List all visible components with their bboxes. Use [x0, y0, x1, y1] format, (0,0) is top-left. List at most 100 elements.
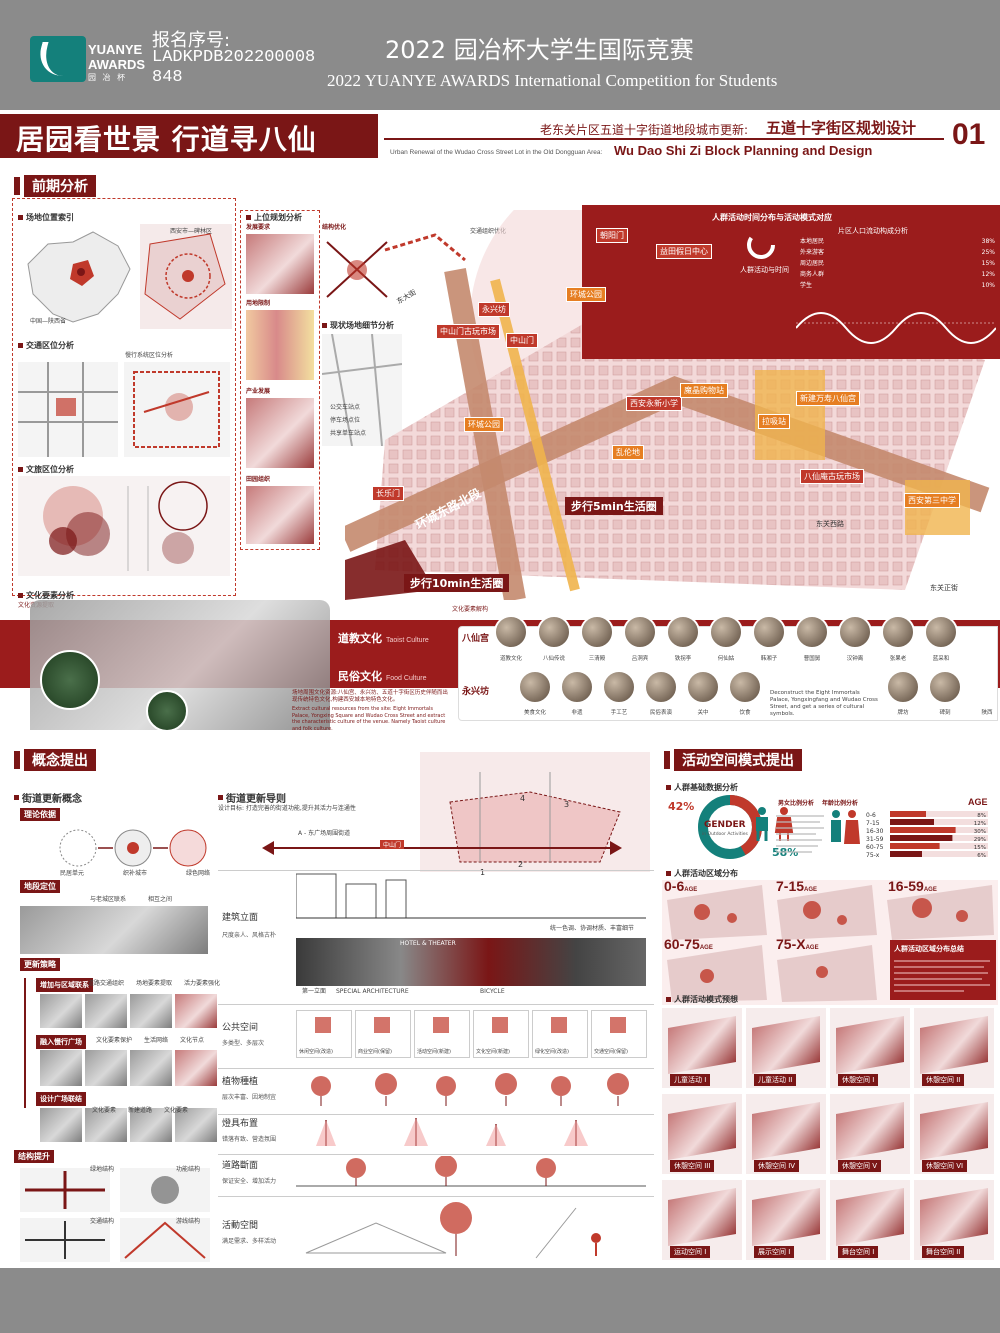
facade-label-bicycle: BICYCLE: [480, 988, 505, 995]
street-guide-note: 设计目标: 打造完善的街道功能,提升其活力与连通性: [218, 805, 356, 812]
structure-heading: 结构提升: [14, 1150, 54, 1163]
mode-card: 儿童活动 II: [746, 1008, 826, 1088]
dev-req-label: 发展要求: [246, 224, 271, 231]
age-bar-value: 30%: [974, 829, 986, 835]
public-space-cell: 商业空间(保留): [355, 1010, 411, 1058]
mode-card: 休憩空间 V: [830, 1094, 910, 1174]
public-space-cell: 休闲空间(改造): [296, 1010, 352, 1058]
map-label-orange-extra: 乱伦地: [612, 445, 644, 460]
section-tag-activity: 活动空间模式提出: [664, 749, 802, 771]
distribution-summary-box: 人群活动区域分布总结: [890, 940, 996, 1000]
collage-circle-2: [146, 690, 188, 732]
strategy-box-1: 增加与区域联系: [36, 978, 93, 992]
culture-symbol-label: 非遗: [571, 710, 583, 716]
culture-row-1: [494, 615, 958, 649]
location-heading: 地段定位: [20, 880, 60, 893]
logo-text: YUANYE AWARDS: [88, 42, 146, 72]
status-detail-map: [321, 333, 403, 447]
age-bar: [890, 851, 922, 857]
street-guide-heading: 街道更新导则: [218, 790, 286, 805]
strategy-image: [85, 1050, 127, 1086]
facade-label-hotel: HOTEL & THEATER: [400, 940, 456, 947]
age-bar: [890, 827, 956, 833]
mode-grid: 儿童活动 I 儿童活动 II 休憩空间 I 休憩空间 II 休憩空间 III 休…: [662, 1008, 998, 1264]
street-label-dongguan-west: 东关西路: [816, 520, 844, 528]
culture-symbol-label: 曹国舅: [803, 656, 821, 662]
age-bar-label: 31-59: [866, 836, 884, 843]
activity-space-drawing: [296, 1198, 646, 1260]
age-bar-value: 15%: [974, 845, 986, 851]
upper-planning-frame: [240, 210, 320, 550]
map-label-yongxingfang: 永兴坊: [478, 302, 510, 317]
dist-age-75-x: 75-XAGE: [776, 936, 819, 952]
legend-parking: 停车场点位: [330, 417, 361, 424]
strategy-image: [85, 994, 127, 1028]
land-ctrl-label: 用地限制: [246, 300, 271, 307]
culture-symbol-label: 何仙姑: [717, 656, 735, 662]
culture-map: [18, 476, 230, 576]
age-bar-value: 6%: [977, 853, 986, 859]
location-sub2: 相互之间: [148, 896, 173, 903]
footer-band: [0, 1268, 1000, 1333]
map-label-zhongshanmen: 中山门: [506, 333, 538, 348]
subtitle-cn-prefix: 老东关片区五道十字街道地段城市更新:: [540, 123, 749, 137]
culture-symbol-label: 关中: [697, 710, 709, 716]
mode-card: 运动空间 I: [662, 1180, 742, 1260]
facade-title: 建筑立面: [222, 913, 259, 923]
public-space-cell: 绿化空间(改造): [532, 1010, 588, 1058]
culture-symbol-label: 吕洞宾: [631, 656, 649, 662]
culture-symbol-icon: [666, 615, 700, 649]
zone-4-label: 4: [520, 794, 526, 803]
culture-symbol-icon: [728, 670, 762, 704]
public-space-cell: 活动空间(新建): [414, 1010, 470, 1058]
culture-row-2: [518, 670, 762, 704]
legend-bike: 共享单车站点: [330, 430, 367, 437]
facade-label-first: 第一立面: [302, 988, 327, 995]
culture-symbol-icon: [924, 615, 958, 649]
public-space-cells: 休闲空间(改造) 商业空间(保留) 活动空间(新建) 文化空间(新建) 绿化空间…: [296, 1010, 647, 1058]
site-sub-china: 中国—陕西省: [30, 318, 67, 325]
traffic-org-label: 交通组织优化: [470, 228, 507, 235]
culture-note-cn: 场地周围文化资源:八仙宫、永兴坊、五道十字街区历史伴随而出现传统特色文化,构建西…: [292, 690, 448, 703]
guide-row-section: [218, 1154, 654, 1196]
street-label-dongguan: 东关正街: [930, 584, 958, 592]
traffic-heading: 交通区位分析: [18, 340, 74, 351]
age-bar-label: 75-x: [866, 852, 880, 859]
strategy-image: [175, 1050, 217, 1086]
mode-card: 儿童活动 I: [662, 1008, 742, 1088]
competition-title-en: 2022 YUANYE AWARDS International Competi…: [327, 71, 778, 90]
traffic-map: [18, 362, 118, 457]
culture-symbol-icon: [686, 670, 720, 704]
strategy-labels-top: 道路交通组织 场地要素提取 活力要素强化: [88, 980, 221, 987]
culture-row-2-labels: 美食文化 非遗 手工艺 民俗表演 关中 饮食: [510, 708, 770, 716]
section-tag-preliminary: 前期分析: [14, 175, 96, 197]
culture-symbol-label: 八仙传说: [542, 656, 565, 662]
landscape-map: [246, 486, 314, 544]
guide-row-public: [218, 1004, 654, 1064]
crowd-pie-icon: [746, 230, 786, 260]
dist-age-7-15: 7-15AGE: [776, 878, 818, 894]
culture-symbol-icon: [928, 670, 962, 704]
culture-symbol-label: 饮食: [739, 710, 751, 716]
structure-diagrams: [20, 1168, 210, 1263]
location-sub1: 与老城区联系: [90, 896, 127, 903]
culture-symbol-label: 碑刻: [939, 710, 951, 716]
map-label-yongxin-school: 西安永新小学: [626, 396, 682, 411]
row-public-title: 公共空间: [222, 1023, 259, 1033]
age-bar: [890, 835, 953, 841]
culture-symbol-icon: [838, 615, 872, 649]
crowd-panel-sub1: 片区人口流动构成分析: [838, 227, 908, 235]
age-bar-label: 7-15: [866, 820, 880, 827]
xian-map: [140, 224, 232, 329]
row-section-sub: 保证安全、增加活力: [222, 1178, 277, 1185]
facade-sub: 尺度亲人、风格古朴: [222, 932, 277, 939]
age-bar-track: [890, 819, 988, 825]
traffic-sub: 慢行系统区位分析: [125, 352, 174, 359]
lighting-row-drawing: [296, 1116, 646, 1148]
struct-label-tour: 游线结构: [176, 1218, 201, 1225]
mode-card: 休憩空间 VI: [914, 1094, 994, 1174]
zone-1-label: 1: [480, 868, 486, 877]
